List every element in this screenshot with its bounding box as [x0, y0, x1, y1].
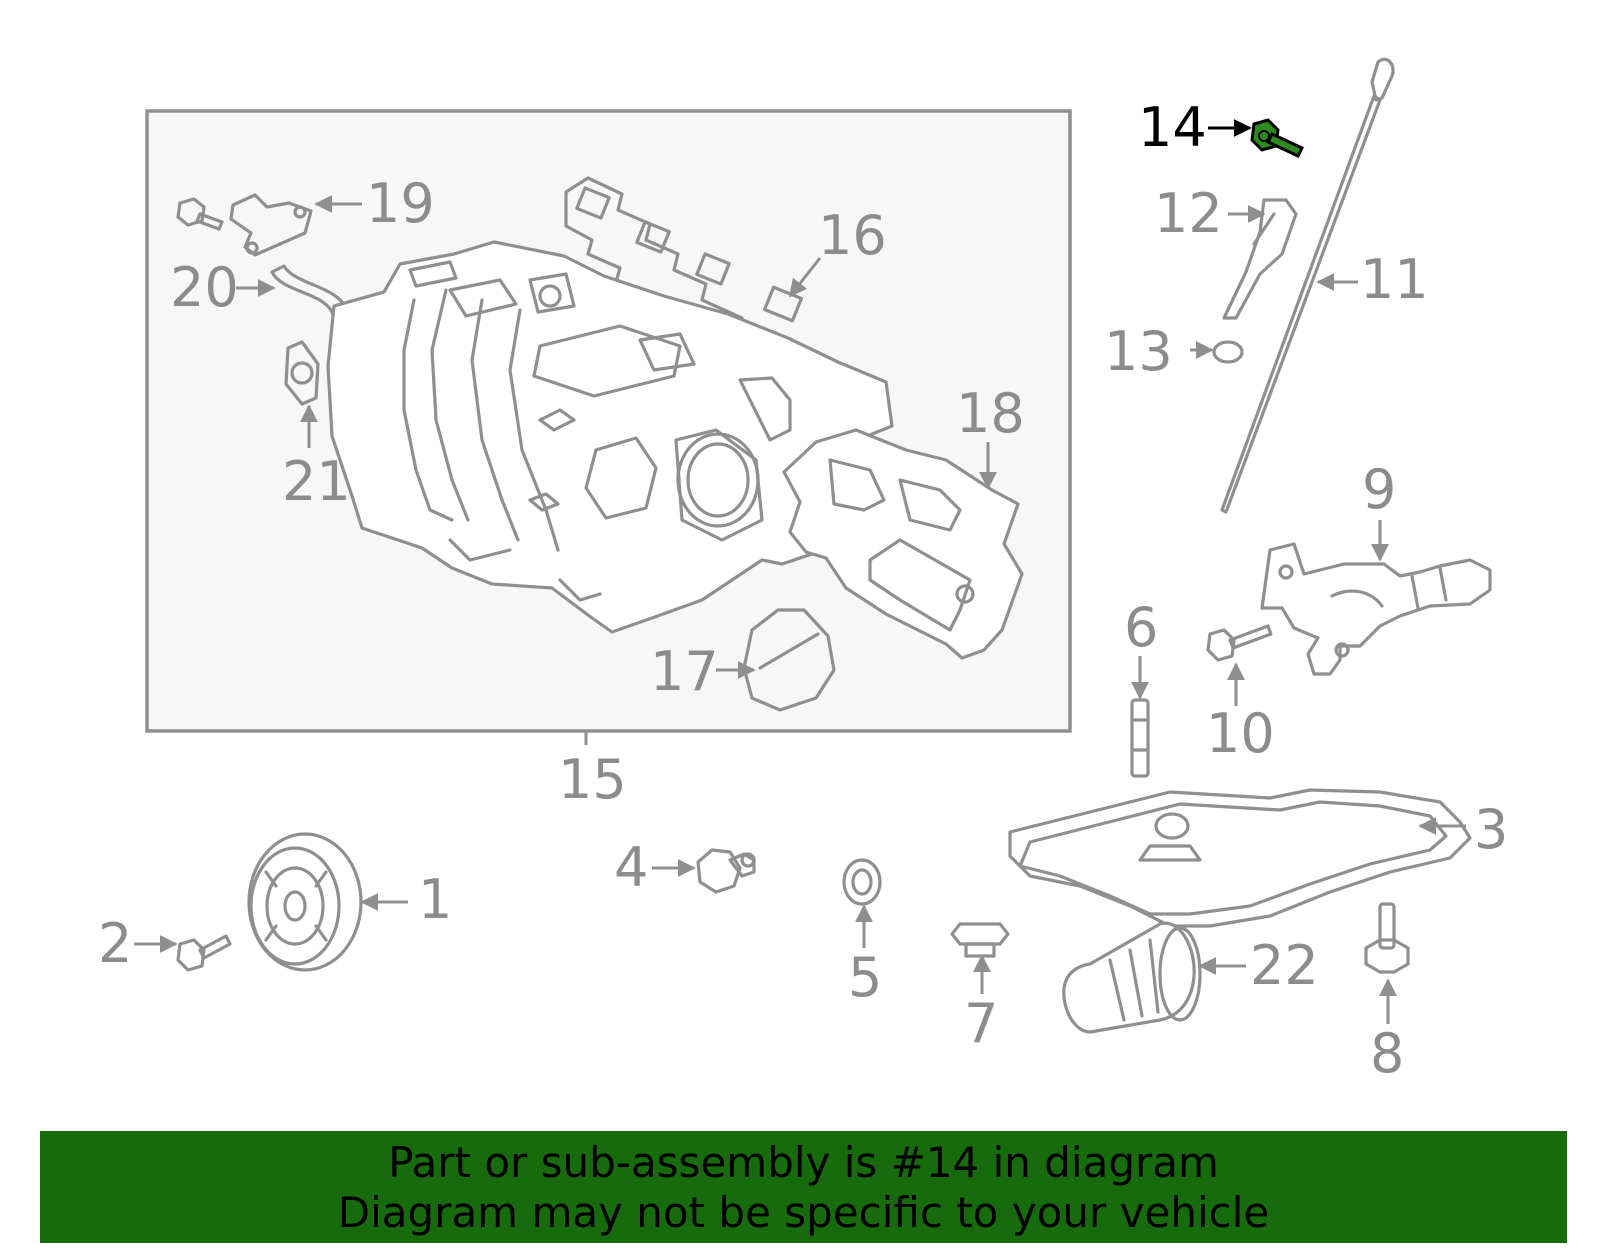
part-22-oil-filter[interactable] [1062, 921, 1202, 1034]
callout-17: 17 [650, 640, 719, 703]
callout-6: 6 [1124, 596, 1158, 659]
part-4-switch[interactable] [696, 848, 756, 894]
part-7-drain-plug[interactable] [950, 922, 1010, 958]
callout-7: 7 [964, 992, 998, 1055]
callout-18: 18 [956, 382, 1025, 445]
part-2-bolt[interactable] [176, 934, 232, 972]
callout-2: 2 [98, 912, 132, 975]
callout-16: 16 [818, 204, 887, 267]
callout-9: 9 [1362, 458, 1396, 521]
callout-13: 13 [1104, 320, 1173, 383]
callout-8: 8 [1370, 1022, 1404, 1085]
part-1-pulley[interactable] [247, 832, 363, 972]
leader-16 [788, 257, 822, 298]
callout-19: 19 [366, 172, 435, 235]
part-8-stud-bolt[interactable] [1364, 902, 1410, 974]
part-21-gasket[interactable] [284, 340, 320, 406]
part-11-dipstick[interactable] [1220, 57, 1395, 514]
callout-20: 20 [170, 256, 239, 319]
banner-line-disclaimer: Diagram may not be specific to your vehi… [337, 1188, 1270, 1237]
part-12-guide[interactable] [1222, 198, 1298, 320]
callout-22: 22 [1250, 934, 1319, 997]
callout-15: 15 [558, 748, 627, 811]
part-18-cover[interactable] [782, 428, 1024, 660]
part-info-banner: Part or sub-assembly is #14 in diagram D… [40, 1131, 1567, 1243]
part-14-bolt[interactable] [1250, 118, 1305, 158]
part-19-bracket[interactable] [176, 193, 313, 257]
part-13-o-ring[interactable] [1212, 340, 1244, 364]
part-17-gasket[interactable] [742, 608, 836, 712]
callout-5: 5 [848, 946, 882, 1009]
part-10-bolt[interactable] [1206, 624, 1273, 662]
banner-line-part: Part or sub-assembly is #14 in diagram [388, 1138, 1219, 1187]
part-6-stud[interactable] [1130, 698, 1150, 778]
callout-10: 10 [1206, 702, 1275, 765]
callout-14: 14 [1138, 96, 1207, 159]
callout-3: 3 [1474, 798, 1508, 861]
part-15-intake-manifold[interactable] [326, 240, 894, 634]
callout-11: 11 [1360, 248, 1429, 311]
callout-4: 4 [614, 836, 648, 899]
callout-1: 1 [418, 868, 452, 931]
part-3-oil-pan[interactable] [1008, 788, 1472, 928]
part-9-oil-control-valve[interactable] [1260, 542, 1492, 676]
callout-21: 21 [282, 450, 351, 513]
part-5-washer[interactable] [842, 858, 882, 906]
callout-12: 12 [1154, 182, 1223, 245]
